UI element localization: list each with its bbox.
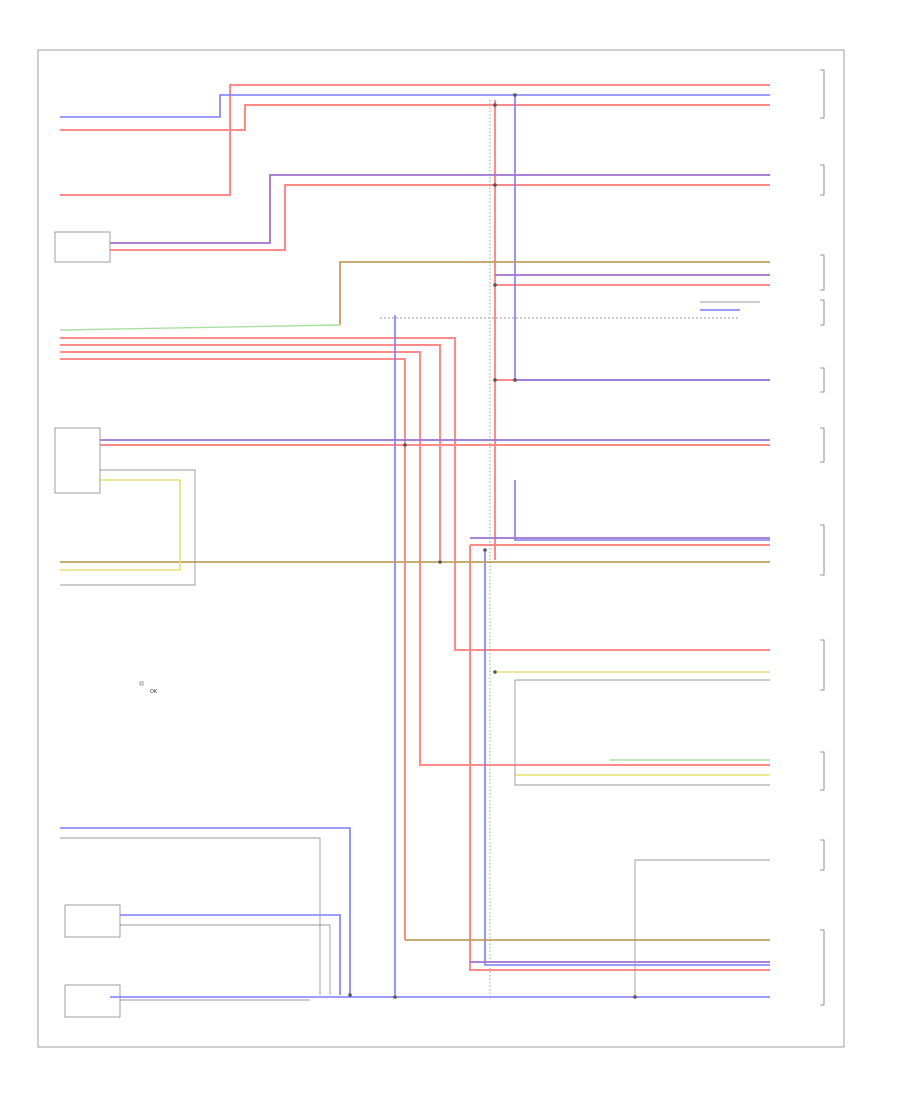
legend-item: OK <box>150 689 158 695</box>
wire-blue-1 <box>60 94 770 118</box>
gray-wires <box>60 100 770 1001</box>
purple-wires <box>100 174 770 963</box>
connector-bracket <box>820 524 825 576</box>
splice-dot <box>483 548 487 552</box>
wire-gray-2 <box>514 680 770 786</box>
wire-yellow-1 <box>60 479 181 571</box>
splice-dot <box>493 670 497 674</box>
red-wires <box>60 84 770 971</box>
component-box <box>64 904 121 938</box>
splice-dot <box>493 378 497 382</box>
wire-red-2 <box>60 104 770 131</box>
wire-red-5 <box>60 337 770 651</box>
splice-dot <box>513 378 517 382</box>
splice-dot <box>493 283 497 287</box>
splice-dot <box>493 183 497 187</box>
splice-points <box>348 93 637 999</box>
connector-bracket <box>820 164 825 196</box>
connector-bracket <box>820 751 825 791</box>
diagram-border <box>37 49 845 1048</box>
connector-bracket <box>820 367 825 393</box>
component-box <box>54 427 101 494</box>
splice-dot <box>513 93 517 97</box>
wire-blue-7 <box>120 914 341 995</box>
legend-marker <box>139 681 144 686</box>
component-box <box>64 984 121 1018</box>
wire-gray-5 <box>120 924 331 995</box>
green-wires <box>59 324 770 761</box>
connector-bracket <box>820 427 825 463</box>
connector-bracket <box>820 929 825 1006</box>
connector-bracket <box>820 299 825 326</box>
connector-bracket <box>820 69 825 119</box>
wire-red-7 <box>60 351 770 766</box>
splice-dot <box>403 443 407 447</box>
wire-blue-3 <box>514 480 770 541</box>
splice-dot <box>633 995 637 999</box>
connector-bracket <box>820 639 825 691</box>
blue-wires <box>60 94 770 998</box>
wire-green-1 <box>59 324 341 331</box>
wire-red-1 <box>60 84 770 196</box>
wire-red-12 <box>469 545 770 971</box>
brown-wires <box>60 261 770 941</box>
wire-red-3 <box>110 184 770 251</box>
wire-gray-1 <box>60 469 196 586</box>
wire-gray-4 <box>60 837 321 995</box>
connector-bracket <box>820 254 825 291</box>
legend: OK <box>150 689 158 695</box>
right-connectors <box>820 69 825 1006</box>
splice-dot <box>348 993 352 997</box>
splice-dot <box>438 560 442 564</box>
component-box <box>54 231 111 263</box>
wire-blue-8 <box>484 550 770 966</box>
yellow-wires <box>60 479 770 776</box>
splice-dot <box>393 995 397 999</box>
left-components <box>54 231 144 1018</box>
connector-bracket <box>820 839 825 871</box>
wire-blue-4 <box>60 827 351 995</box>
wire-red-8 <box>60 358 406 940</box>
wire-purple-1 <box>110 174 770 244</box>
wire-red-6 <box>60 344 441 560</box>
splice-dot <box>493 103 497 107</box>
wire-brown-1 <box>339 261 770 325</box>
